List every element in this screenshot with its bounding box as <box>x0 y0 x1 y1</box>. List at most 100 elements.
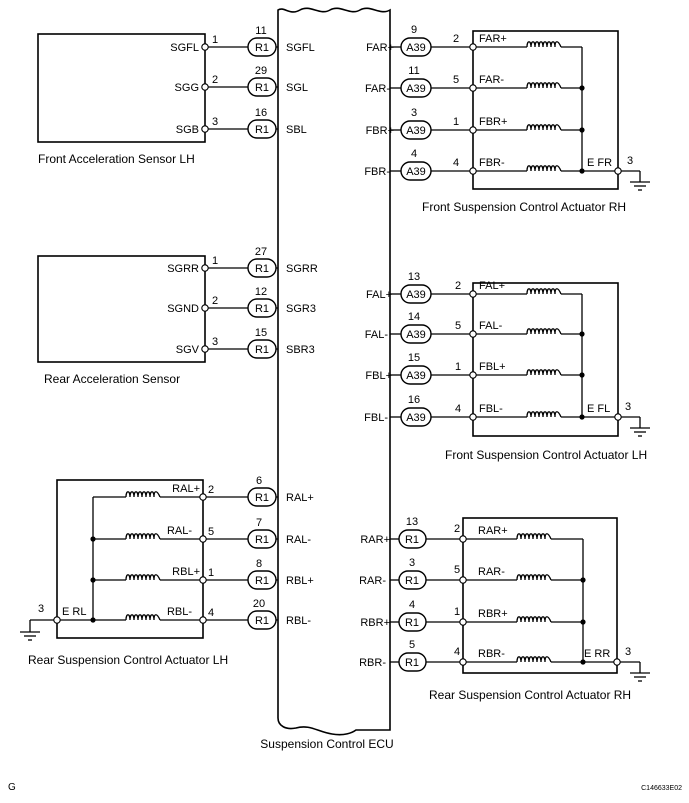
ground-label: E FR <box>587 157 612 169</box>
ecu-pin-label: RAL- <box>286 534 311 546</box>
actuator-pin-label: FAL- <box>479 320 503 332</box>
terminal-number: 1 <box>212 34 218 46</box>
actuator-pin-label: RBL- <box>167 606 192 618</box>
connector-pin-number: 11 <box>408 65 419 77</box>
connector-label: R1 <box>255 303 269 315</box>
actuator-pin-label: RBR+ <box>478 608 508 620</box>
ecu-pin-label: SGR3 <box>286 303 316 315</box>
connector-label: R1 <box>405 534 419 546</box>
connector-pin-number: 20 <box>253 598 265 610</box>
connector-label: R1 <box>405 617 419 629</box>
connector-label: R1 <box>405 575 419 587</box>
terminal-number: 3 <box>38 603 44 615</box>
terminal-number: 5 <box>455 320 461 332</box>
terminal-number: 2 <box>212 295 218 307</box>
ecu-pin-label: RBL+ <box>286 575 314 587</box>
connector-label: R1 <box>255 42 269 54</box>
connector-label: A39 <box>406 166 426 178</box>
connector-label: A39 <box>406 125 426 137</box>
actuator-pin-label: FBR- <box>479 157 505 169</box>
connector-label: A39 <box>406 329 426 341</box>
terminal-number: 1 <box>208 567 214 579</box>
connector-label: R1 <box>255 615 269 627</box>
connector-pin-number: 15 <box>255 327 267 339</box>
front-actuator-lh-title: Front Suspension Control Actuator LH <box>445 448 647 462</box>
connector-label: R1 <box>255 534 269 546</box>
connector-label: A39 <box>406 370 426 382</box>
actuator-pin-label: RBR- <box>478 648 505 660</box>
ecu-pin-label: FBR- <box>364 166 390 178</box>
ecu-pin-label: FBL+ <box>365 370 392 382</box>
terminal-number: 5 <box>453 74 459 86</box>
sensor-pin-label: SGG <box>175 82 199 94</box>
ecu-pin-label: FBR+ <box>366 125 394 137</box>
terminal-number: 5 <box>208 526 214 538</box>
footer-mark: G <box>8 782 16 793</box>
connector-pin-number: 11 <box>255 25 266 37</box>
terminal-number: 3 <box>625 401 631 413</box>
ecu-pin-label: FBL- <box>364 412 388 424</box>
ecu-pin-label: RBR+ <box>360 617 390 629</box>
ecu-pin-label: FAR- <box>365 83 390 95</box>
connector-label: A39 <box>406 42 426 54</box>
connector-pin-number: 29 <box>255 65 267 77</box>
terminal-number: 4 <box>454 646 460 658</box>
terminal-number: 4 <box>208 607 214 619</box>
connector-label: A39 <box>406 289 426 301</box>
rear-actuator-rh-title: Rear Suspension Control Actuator RH <box>429 688 631 702</box>
ecu-pin-label: SGRR <box>286 263 318 275</box>
actuator-pin-label: FAR- <box>479 74 504 86</box>
connector-pin-number: 13 <box>408 271 420 283</box>
actuator-pin-label: FAR+ <box>479 33 507 45</box>
connector-pin-number: 7 <box>256 517 262 529</box>
connector-pin-number: 27 <box>255 246 267 258</box>
ecu-pin-label: SGL <box>286 82 308 94</box>
terminal-number: 1 <box>454 606 460 618</box>
connector-pin-number: 8 <box>256 558 262 570</box>
terminal-number: 3 <box>212 116 218 128</box>
front-actuator-rh: Front Suspension Control Actuator RH A39… <box>364 24 650 214</box>
ecu-label: Suspension Control ECU <box>260 737 393 751</box>
front-acceleration-sensor: Front Acceleration Sensor LH SGFL SGG SG… <box>37 25 315 166</box>
terminal-number: 2 <box>454 523 460 535</box>
connector-label: A39 <box>406 83 426 95</box>
terminal-number: 5 <box>454 564 460 576</box>
actuator-pin-label: FBL- <box>479 403 503 415</box>
rear-acceleration-sensor: Rear Acceleration Sensor SGRR SGND SGV 1… <box>37 246 318 386</box>
rear-actuator-rh: Rear Suspension Control Actuator RH R1 R… <box>359 516 650 702</box>
terminal-number: 4 <box>453 157 459 169</box>
ecu-pin-label: SBR3 <box>286 344 315 356</box>
terminal-number: 1 <box>212 255 218 267</box>
connector-pin-number: 12 <box>255 286 267 298</box>
ecu-pin-label: FAL- <box>365 329 389 341</box>
connector-pin-number: 6 <box>256 475 262 487</box>
connector-label: A39 <box>406 412 426 424</box>
front-sensor-title: Front Acceleration Sensor LH <box>38 152 195 166</box>
terminal-number: 3 <box>212 336 218 348</box>
connector-pin-number: 15 <box>408 352 420 364</box>
terminal-number: 2 <box>455 280 461 292</box>
ground-label: E FL <box>587 403 610 415</box>
actuator-pin-label: FBL+ <box>479 361 506 373</box>
rear-actuator-lh: Rear Suspension Control Actuator LH RAL+… <box>20 475 314 667</box>
figure-code: C146633E02 <box>641 785 682 792</box>
ground-label: E RL <box>62 606 86 618</box>
terminal-number: 2 <box>208 484 214 496</box>
actuator-pin-label: RAL- <box>167 525 192 537</box>
terminal-number: 3 <box>627 155 633 167</box>
connector-label: R1 <box>255 492 269 504</box>
terminal-number: 2 <box>212 74 218 86</box>
ecu-pin-label: SBL <box>286 124 307 136</box>
connector-pin-number: 13 <box>406 516 418 528</box>
connector-label: R1 <box>405 657 419 669</box>
ecu-pin-label: RAR+ <box>360 534 390 546</box>
connector-pin-number: 4 <box>409 599 415 611</box>
sensor-pin-label: SGRR <box>167 263 199 275</box>
front-actuator-lh: Front Suspension Control Actuator LH A39… <box>364 271 650 462</box>
terminal-number: 2 <box>453 33 459 45</box>
connector-pin-number: 3 <box>411 107 417 119</box>
sensor-pin-label: SGB <box>176 124 199 136</box>
connector-pin-number: 16 <box>408 394 420 406</box>
connector-pin-number: 9 <box>411 24 417 36</box>
connector-pin-number: 4 <box>411 148 417 160</box>
